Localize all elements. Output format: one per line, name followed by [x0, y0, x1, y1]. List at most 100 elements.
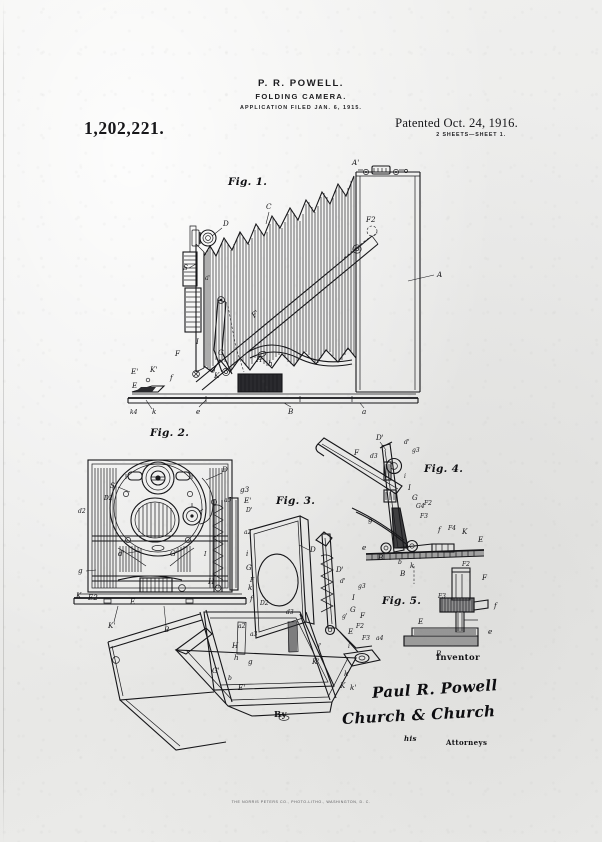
- fig4-label-G: G: [412, 493, 418, 502]
- fig4-label-g: g: [368, 515, 373, 524]
- fig4-standard: [379, 441, 405, 553]
- fig3-label-G: G: [350, 605, 356, 614]
- fig2-label-K-prime: K: [75, 591, 82, 600]
- fig-5-caption: Fig. 5.: [381, 595, 421, 607]
- signature-block: Inventor Paul R. Powell By Church & Chur…: [250, 648, 550, 758]
- fig4-label-D-prime: D': [375, 433, 384, 442]
- fig1-label-G: G: [218, 348, 224, 357]
- fig2-label-d2: d2: [78, 508, 86, 515]
- fig1-reference-labels: A A' B C D d' S E' F F' F2 E K' K f: [130, 158, 442, 416]
- fig4-label-F: F: [353, 448, 360, 457]
- figure-2-group: Fig. 2.: [73, 427, 258, 638]
- fig1-label-F-prime: F': [249, 308, 261, 320]
- fig4-label-B: B: [399, 569, 405, 578]
- fig3-label-D-prime: D': [335, 565, 344, 574]
- fig2-label-g: G': [170, 549, 178, 558]
- fig4-label-F4: F4: [447, 525, 456, 532]
- fig2-reference-labels: S D D2 d2 a2 a3 a5 g3 E' D' d' G' g H I …: [75, 465, 258, 638]
- fig1-label-C: C: [266, 202, 272, 211]
- patent-number: 1,202,221.: [84, 118, 165, 138]
- fig3-label-I: I: [351, 593, 355, 602]
- fig2-label-f: k': [248, 583, 254, 592]
- fig5-detail: [403, 566, 489, 647]
- fig4-label-K: K: [461, 527, 468, 536]
- printer-credit: THE NORRIS PETERS CO., PHOTO-LITHO., WAS…: [231, 800, 371, 804]
- fig3-label-d3: d3: [286, 609, 294, 616]
- fig1-label-f: f: [169, 373, 174, 382]
- fig3-label-D2: D2: [259, 600, 269, 607]
- fig1-label-S: S: [183, 263, 188, 272]
- fig5-label-B-left: B: [377, 553, 383, 562]
- fig2-label-d-prime: D': [245, 507, 253, 514]
- fig2-spring: [212, 497, 239, 592]
- fig4-label-f: f: [437, 525, 442, 534]
- fig4-arm: [315, 437, 403, 495]
- fig2-lens-plate: [109, 459, 217, 557]
- fig5-label-f: f: [493, 601, 498, 610]
- fig4-label-d3: d3: [370, 453, 378, 460]
- fig3-standard: [315, 531, 381, 667]
- fig-2-caption: Fig. 2.: [149, 427, 189, 439]
- fig1-label-E: E: [131, 381, 138, 390]
- fig1-label-A: A: [436, 270, 442, 279]
- fig2-label-H: g: [78, 566, 83, 575]
- fig5-label-F3: F3: [437, 593, 446, 600]
- fig3-left-rail: [107, 613, 227, 751]
- fig2-label-F: f: [249, 594, 254, 603]
- sheet-count: 2 SHEETS—SHEET 1.: [436, 132, 506, 138]
- fig3-label-d-prime: d': [340, 578, 346, 585]
- fig2-label-E2: G: [246, 563, 252, 572]
- fig2-label-B: K': [107, 621, 115, 630]
- attorneys-caption: Attorneys: [446, 738, 488, 747]
- fig1-front-standard: [182, 225, 217, 373]
- header-invention-title: FOLDING CAMERA.: [255, 92, 347, 101]
- inventor-signature: Paul R. Powell: [371, 676, 499, 702]
- fig3-label-b: b: [228, 675, 232, 682]
- header-application-line: APPLICATION FILED JAN. 6, 1915.: [239, 105, 363, 111]
- fig4-label-F3: F3: [419, 513, 428, 520]
- fig1-label-B: B: [287, 407, 293, 416]
- fig3-label-g3: g3: [358, 583, 366, 590]
- fig3-label-F: F: [359, 611, 366, 620]
- fig3-label-E: E: [347, 627, 354, 636]
- fig1-label-k: k: [152, 407, 156, 416]
- by-caption: By: [274, 710, 287, 720]
- fig3-back-panel: [249, 515, 315, 639]
- fig2-label-I: H: [207, 577, 215, 586]
- fig2-label-D: D: [221, 465, 228, 474]
- fig1-strut: [195, 225, 379, 391]
- fig1-label-K: K: [213, 371, 220, 380]
- fig3-label-E-prime: E': [237, 683, 245, 692]
- fig4-bed: [365, 543, 485, 561]
- fig5-reference-labels: F F2 F3 E f e B k b a4 B: [376, 553, 498, 658]
- fig4-brace: [351, 507, 433, 554]
- fig-3-caption: Fig. 3.: [275, 495, 315, 507]
- fig3-label-F3: F3: [361, 635, 370, 642]
- fig2-label-k-prime: B: [163, 625, 169, 634]
- fig3-label-H: H: [231, 641, 239, 650]
- fig5-label-k: k: [410, 561, 414, 570]
- figure-5-group: Fig. 5.: [376, 553, 498, 658]
- fig2-label-E: E2: [87, 593, 98, 602]
- fig-1-caption: Fig. 1.: [227, 176, 267, 188]
- fig2-label-F4: F: [249, 577, 255, 584]
- fig2-label-K: E: [129, 597, 136, 606]
- fig-4-caption: Fig. 4.: [423, 463, 463, 475]
- fig4-label-F2: F2: [423, 500, 432, 507]
- fig5-label-E: E: [417, 617, 424, 626]
- fig1-label-e: e: [196, 407, 200, 416]
- fig1-label-I: I: [195, 337, 199, 346]
- fig2-label-G-prime: d': [118, 549, 125, 558]
- fig5-label-F: F: [481, 573, 488, 582]
- fig4-label-i: i: [404, 473, 406, 480]
- fig2-label-g3: a5: [224, 497, 232, 504]
- fig4-label-E: E: [477, 535, 484, 544]
- header-inventor-name: P. R. POWELL.: [258, 78, 344, 89]
- fig1-label-h: h: [268, 359, 273, 368]
- fig1-label-A-prime: A': [351, 158, 359, 167]
- fig2-label-D-prime: E': [243, 496, 251, 505]
- fig5-label-e: e: [488, 627, 492, 636]
- fig2-label-a3: a2: [244, 529, 252, 536]
- fig4-label-I: I: [407, 483, 411, 492]
